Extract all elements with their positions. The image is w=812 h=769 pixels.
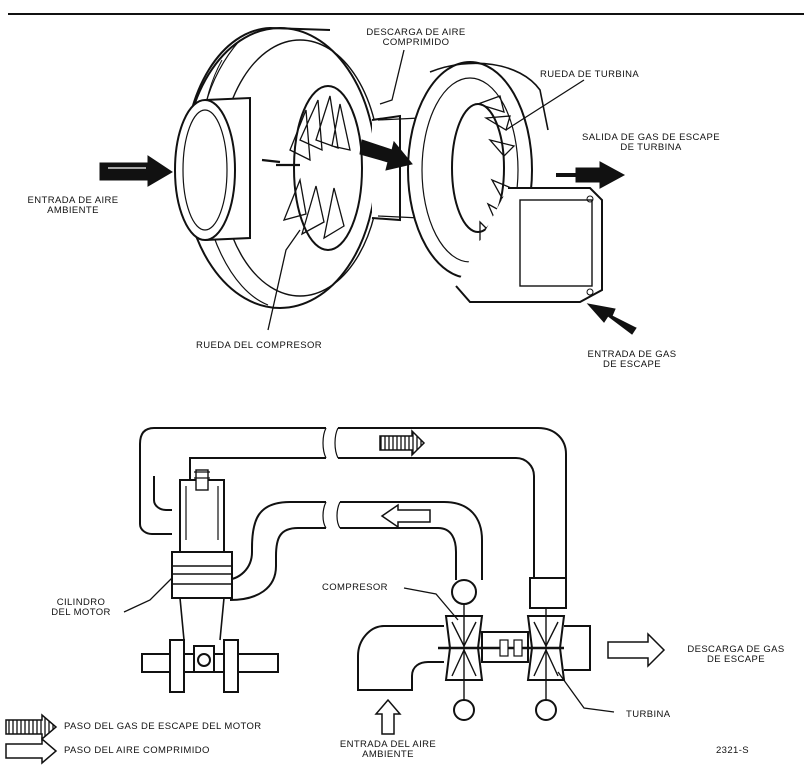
- compressor-inlet-housing: [357, 625, 444, 691]
- top-leader-lines: [267, 49, 585, 331]
- engine-cylinder: [171, 469, 233, 641]
- label-turbine-exhaust-outlet: SALIDA DE GAS DE ESCAPE DE TURBINA: [581, 132, 721, 153]
- turbocharger-cutaway: [174, 26, 603, 309]
- legend-exhaust-path-label: PASO DEL GAS DE ESCAPE DEL MOTOR: [64, 721, 262, 732]
- label-turbine-wheel: RUEDA DE TURBINA: [540, 69, 640, 80]
- legend-exhaust-arrow: [5, 713, 58, 741]
- label-compressor: COMPRESOR: [322, 582, 388, 593]
- label-engine-cylinder: CILINDRO DEL MOTOR: [51, 597, 111, 618]
- turbine-wheel: [451, 95, 518, 241]
- label-compressed-air-outlet: DESCARGA DE AIRE COMPRIMIDO: [366, 27, 466, 48]
- bottom-leader-lines: [123, 577, 615, 713]
- air-inlet-tube: [174, 96, 251, 241]
- legend-compressed-air-path-label: PASO DEL AIRE COMPRIMIDO: [64, 745, 210, 756]
- turbine-outlet-arrow: [556, 161, 626, 189]
- ambient-air-inlet-arrow: [374, 698, 402, 735]
- exhaust-manifold-pipe: [139, 427, 567, 578]
- compressor-unit: [444, 579, 484, 721]
- label-turbine: TURBINA: [626, 709, 671, 720]
- label-ambient-air-inlet-bottom: ENTRADA DEL AIRE AMBIENTE: [339, 739, 437, 760]
- compressed-air-flow-arrow-pipe: [380, 503, 431, 529]
- exhaust-inlet-arrow: [586, 303, 637, 335]
- exhaust-discharge-arrow: [607, 632, 666, 668]
- label-exhaust-discharge: DESCARGA DE GAS DE ESCAPE: [687, 644, 785, 665]
- label-exhaust-gas-inlet: ENTRADA DE GAS DE ESCAPE: [587, 349, 677, 370]
- crankshaft: [141, 639, 279, 693]
- shaft-housing: [438, 625, 591, 671]
- compressor-wheel: [261, 85, 363, 251]
- label-compressor-wheel: RUEDA DEL COMPRESOR: [196, 340, 323, 351]
- exhaust-flange: [455, 187, 603, 303]
- intake-air-pipe: [223, 501, 483, 601]
- label-ambient-air-inlet-top: ENTRADA DE AIRE AMBIENTE: [27, 195, 119, 216]
- figure-code: 2321-S: [716, 745, 750, 756]
- exhaust-flow-arrow: [379, 429, 426, 457]
- legend-air-arrow: [5, 737, 58, 765]
- compressed-air-flow-arrow: [359, 139, 413, 171]
- air-inlet-arrow: [99, 155, 173, 187]
